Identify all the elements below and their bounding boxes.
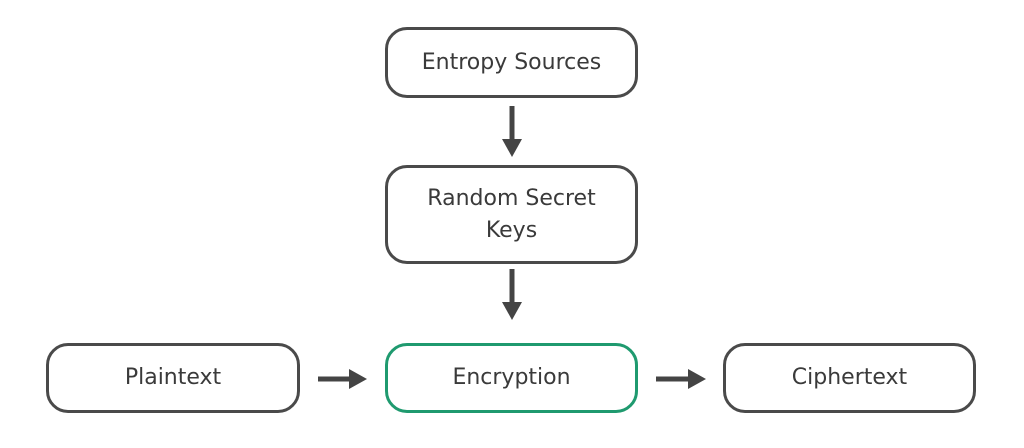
encryption-label: Encryption [452,365,571,390]
plaintext-node: Plaintext [46,343,300,413]
arrow-plaintext-to-encryption [318,369,367,389]
arrow-entropy-to-keys [502,106,522,157]
random-secret-keys-node: Random Secret Keys [385,165,638,264]
arrow-keys-to-encryption [502,269,522,320]
entropy-sources-label: Entropy Sources [421,49,602,75]
entropy-sources-node: Entropy Sources [385,27,638,98]
random-secret-keys-label: Random Secret Keys [427,185,596,243]
encryption-node: Encryption [385,343,638,413]
plaintext-label: Plaintext [124,365,222,390]
arrow-encryption-to-ciphertext [656,369,706,389]
ciphertext-node: Ciphertext [723,343,976,413]
ciphertext-label: Ciphertext [791,365,908,390]
